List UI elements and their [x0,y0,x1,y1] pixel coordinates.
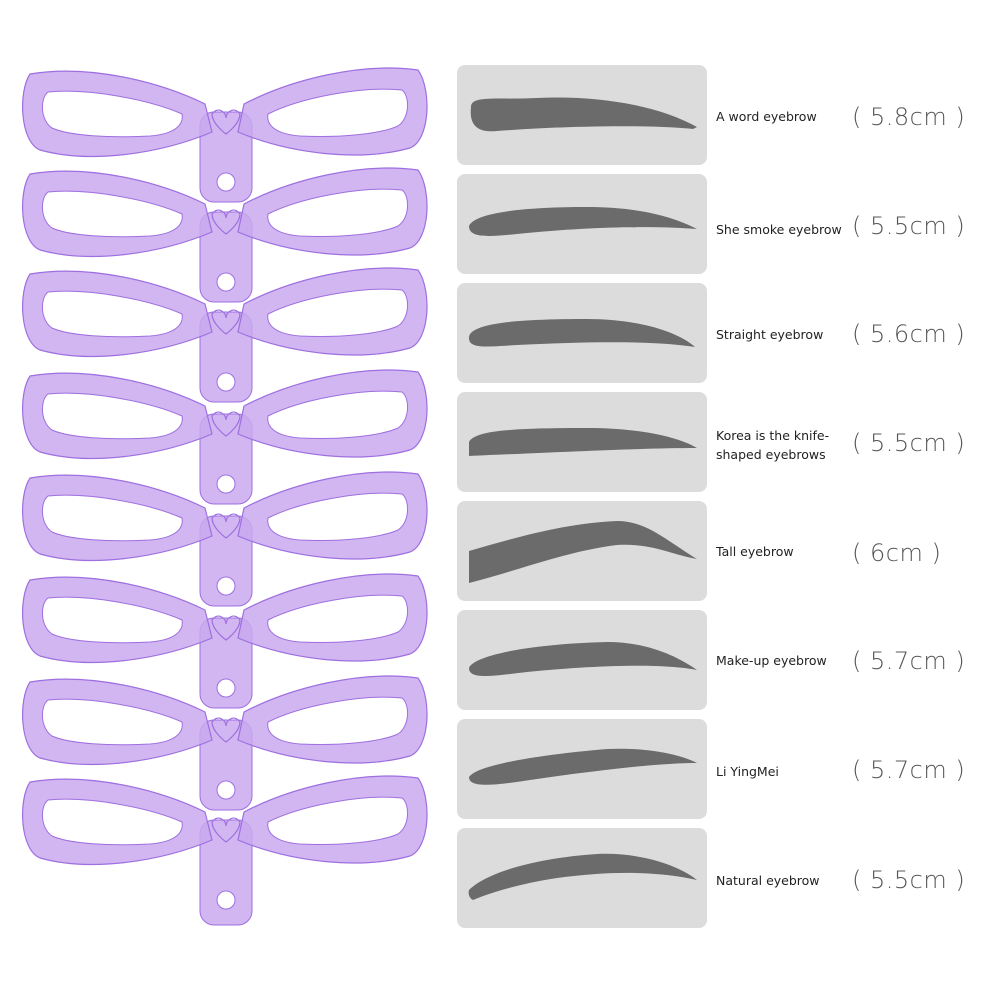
eyebrow-card-5 [457,610,707,710]
eyebrow-card-6 [457,719,707,819]
stencil-template [21,675,428,811]
eyebrow-name: A word eyebrow [716,109,817,124]
eyebrow-size: ( 5.5cm ) [852,866,966,894]
eyebrow-name: Korea is the knife-shaped eyebrows [716,428,830,462]
brow-shape [469,748,697,785]
eyebrow-size: ( 5.7cm ) [852,756,966,784]
stencil-template [21,471,428,607]
eyebrow-card-7 [457,828,707,928]
brow-shape [469,642,697,676]
eyebrow-name: Tall eyebrow [716,544,794,559]
eyebrow-shape-icon [468,853,697,900]
eyebrow-shape-icon [469,642,697,676]
stencil-template [21,369,428,505]
eyebrow-size: ( 6cm ) [852,539,942,567]
eyebrow-size: ( 5.5cm ) [852,212,966,240]
brow-shape [470,97,697,132]
eyebrow-card-3 [457,392,707,492]
eyebrow-shape-icon [468,319,695,347]
eyebrow-card-2 [457,283,707,383]
eyebrow-stencil-stack [21,67,428,926]
stencil-template [21,67,428,203]
eyebrow-shape-icon [469,207,697,236]
eyebrow-size: ( 5.5cm ) [852,429,966,457]
eyebrow-shape-icon [470,97,697,132]
brow-shape [469,428,697,456]
brow-shape [469,521,697,583]
eyebrow-name: Natural eyebrow [716,873,820,888]
eyebrow-size: ( 5.8cm ) [852,103,966,131]
eyebrow-name: She smoke eyebrow [716,222,842,237]
eyebrow-shape-icon [469,428,697,456]
eyebrow-card-4 [457,501,707,601]
eyebrow-card-0 [457,65,707,165]
eyebrow-shape-icon [469,521,697,583]
brow-shape [468,319,695,347]
eyebrow-card-1 [457,174,707,274]
eyebrow-name: Make-up eyebrow [716,653,827,668]
stencil-template [21,167,428,303]
brow-shape [468,853,697,900]
eyebrow-size: ( 5.6cm ) [852,320,966,348]
stencil-template [21,267,428,403]
eyebrow-size: ( 5.7cm ) [852,647,966,675]
brow-shape [469,207,697,236]
stencil-template [21,775,428,926]
eyebrow-name: Straight eyebrow [716,327,824,342]
stencil-template [21,573,428,709]
eyebrow-name: Li YingMei [716,764,779,779]
eyebrow-shape-icon [469,748,697,785]
